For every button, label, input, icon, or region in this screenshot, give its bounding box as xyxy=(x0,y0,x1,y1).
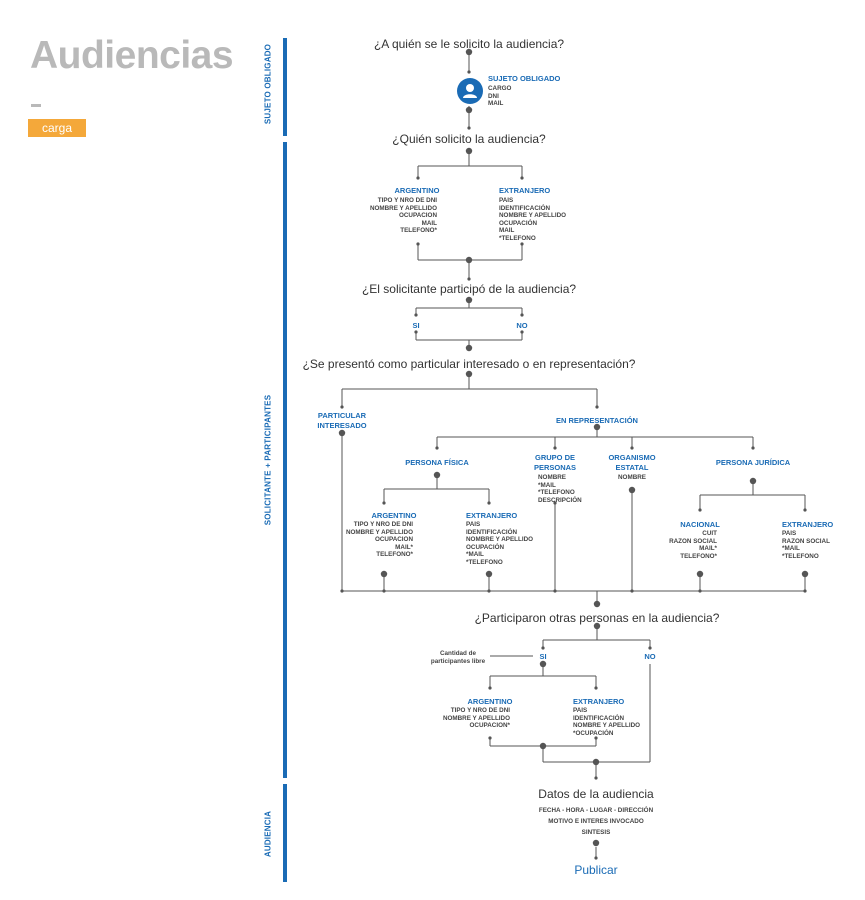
label-pf-extranjero: EXTRANJERO xyxy=(466,511,518,520)
question-otras-personas: ¿Participaron otras personas en la audie… xyxy=(474,611,720,625)
fields-organismo: NOMBRE xyxy=(618,474,646,481)
label-extranjero: EXTRANJERO xyxy=(499,186,551,195)
option-no: NO xyxy=(516,321,528,330)
status-badge: carga xyxy=(28,119,86,137)
label-en-representacion: EN REPRESENTACIÓN xyxy=(556,416,638,425)
question-solicitante: ¿Quién solicito la audiencia? xyxy=(392,132,546,146)
label-pj-nacional: NACIONAL xyxy=(680,520,720,529)
question-participo: ¿El solicitante participó de la audienci… xyxy=(361,282,577,296)
label-persona-juridica: PERSONA JURÍDICA xyxy=(715,458,791,467)
section-bar-solicitante xyxy=(283,142,287,778)
label-persona-fisica: PERSONA FÍSICA xyxy=(405,458,469,467)
option-si: SI xyxy=(412,321,420,330)
section-bar-sujeto xyxy=(283,38,287,136)
label-argentino: ARGENTINO xyxy=(394,186,440,195)
option-otros-no: NO xyxy=(644,652,656,661)
user-icon xyxy=(457,78,483,104)
publicar-button[interactable]: Publicar xyxy=(574,863,618,877)
label-pf-argentino: ARGENTINO xyxy=(371,511,417,520)
label-sujeto-obligado: SUJETO OBLIGADO xyxy=(488,74,561,83)
title-dash xyxy=(31,104,41,107)
label-otros-argentino: ARGENTINO xyxy=(467,697,513,706)
option-otros-si: SI xyxy=(539,652,547,661)
section-bar-audiencia xyxy=(283,784,287,882)
label-otros-extranjero: EXTRANJERO xyxy=(573,697,625,706)
label-pj-extranjero: EXTRANJERO xyxy=(782,520,834,529)
question-sujeto: ¿A quién se le solicito la audiencia? xyxy=(373,37,565,51)
datos-audiencia-title: Datos de la audiencia xyxy=(538,787,654,801)
question-representacion: ¿Se presentó como particular interesado … xyxy=(302,357,636,371)
page-title: Audiencias xyxy=(30,34,234,77)
